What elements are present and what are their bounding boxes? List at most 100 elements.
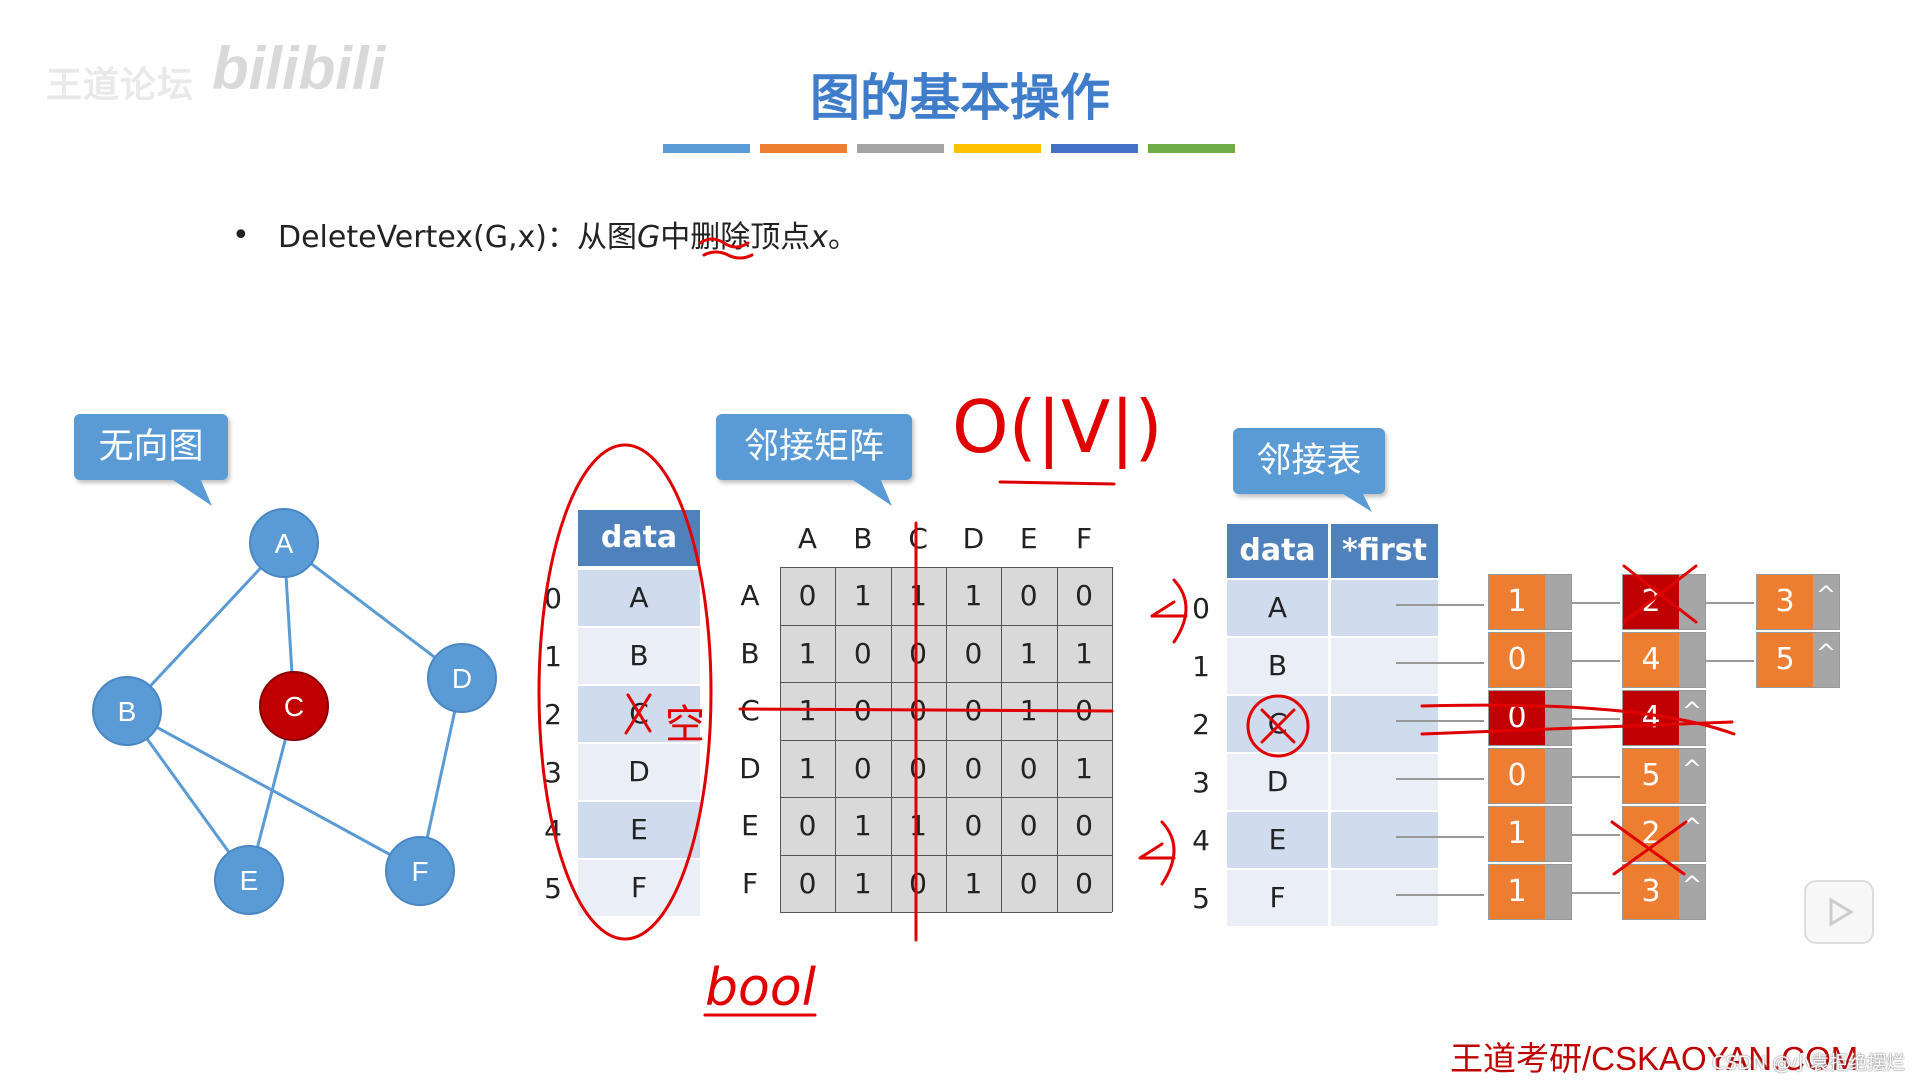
edge-node-value: 4	[1623, 633, 1679, 687]
adjlist-index: 4	[1192, 824, 1210, 857]
edge-node: 1	[1488, 864, 1572, 920]
matrix-row-label: A	[740, 579, 760, 612]
edge-b-e	[125, 710, 251, 881]
callout-tail-matrix	[850, 478, 892, 506]
adjlist-vertex-cell: E	[1227, 812, 1328, 868]
pointer-arrow	[1396, 836, 1484, 838]
edge-node: 4^	[1622, 690, 1706, 746]
underline-complexity	[998, 480, 1116, 486]
matrix-cell: 0	[909, 694, 927, 727]
pointer-arrow	[1396, 604, 1484, 606]
callout-adjacency-list: 邻接表	[1233, 428, 1385, 494]
matrix-col-label: F	[1075, 522, 1093, 555]
title-bar-segment	[663, 144, 750, 153]
pointer-arrow	[1706, 602, 1754, 604]
edge-node-value: 3	[1757, 575, 1813, 629]
bullet-vertex-var: x	[810, 220, 828, 255]
matrix-cell: 0	[853, 694, 872, 727]
edge-node-next: ^	[1813, 633, 1839, 687]
play-icon	[1829, 897, 1854, 927]
edge-node: 4	[1622, 632, 1706, 688]
edge-node: 1	[1488, 806, 1572, 862]
pointer-arrow	[1706, 660, 1754, 662]
adjlist-vertex-cell: F	[1227, 870, 1328, 926]
matrix-cell: 0	[964, 809, 983, 842]
title-bar-segment	[857, 144, 944, 153]
edge-d-f	[418, 677, 464, 872]
matrix-hline	[780, 739, 1112, 741]
matrix-cell: 0	[1019, 809, 1038, 842]
vertex-table-header: data	[578, 510, 700, 566]
matrix-cell: 0	[964, 751, 983, 785]
vertex-f	[385, 836, 455, 906]
matrix-cell: 1	[1019, 636, 1038, 670]
adjlist-index: 2	[1192, 708, 1210, 741]
edge-node-value: 1	[1489, 807, 1545, 861]
matrix-hline	[780, 854, 1112, 856]
edge-node-next: ^	[1679, 749, 1705, 803]
video-play-button[interactable]	[1804, 880, 1874, 944]
adjlist-index: 5	[1192, 882, 1210, 915]
edge-node-next	[1545, 691, 1571, 745]
title-bar-segment	[1051, 144, 1138, 153]
watermark-channel: 王道论坛	[46, 65, 195, 106]
bullet-prefix: DeleteVertex(G,x)：从图	[278, 220, 637, 255]
callout-adjacency-matrix: 邻接矩阵	[716, 414, 912, 480]
matrix-cell: 0	[1075, 579, 1093, 612]
matrix-col-label: D	[962, 522, 985, 555]
matrix-cell: 0	[909, 751, 927, 785]
vertex-b	[92, 676, 162, 746]
title-bar-segment	[1148, 144, 1235, 153]
pointer-arrow	[1572, 602, 1620, 604]
vertex-cell: B	[578, 628, 700, 684]
edge-node-value: 0	[1489, 633, 1545, 687]
edge-node-next	[1545, 633, 1571, 687]
vertex-cell: C	[578, 686, 700, 742]
matrix-col-label: E	[1019, 522, 1038, 555]
edge-node: 0	[1488, 632, 1572, 688]
matrix-cell: 1	[964, 579, 983, 612]
pointer-arrow	[1396, 662, 1484, 664]
matrix-cell: 0	[853, 636, 872, 670]
edge-node-value: 1	[1489, 575, 1545, 629]
edge-node-value: 3	[1623, 865, 1679, 919]
vertex-index: 4	[544, 814, 562, 847]
matrix-cell: 0	[1019, 751, 1038, 785]
edge-node-value: 0	[1489, 691, 1545, 745]
vertex-label-e: E	[240, 865, 259, 896]
matrix-vline	[1056, 567, 1058, 912]
edge-node: 2^	[1622, 806, 1706, 862]
vertex-cell: A	[578, 570, 700, 626]
vertex-label-b: B	[118, 696, 137, 727]
adjlist-index: 1	[1192, 650, 1210, 683]
note-complexity: O(|V|)	[952, 385, 1163, 470]
edge-node-next: ^	[1813, 575, 1839, 629]
watermark-site: bilibili	[212, 35, 386, 102]
edge-node-next	[1679, 633, 1705, 687]
matrix-cell: 0	[964, 636, 983, 670]
vertex-index: 3	[544, 756, 562, 789]
matrix-cell: 1	[964, 866, 983, 900]
pointer-arrow	[1396, 778, 1484, 780]
matrix-cell: 1	[798, 636, 817, 670]
edge-a-b	[125, 541, 286, 713]
vertex-label-f: F	[411, 856, 428, 887]
edge-a-d	[283, 541, 463, 680]
matrix-cell: 0	[1075, 866, 1093, 900]
edge-b-f	[126, 709, 421, 873]
edge-node: 5^	[1622, 748, 1706, 804]
edge-node: 0	[1488, 748, 1572, 804]
edge-node: 5^	[1756, 632, 1840, 688]
adjlist-vertex-cell: C	[1227, 696, 1328, 752]
pointer-arrow	[1572, 892, 1620, 894]
edge-node-next: ^	[1679, 865, 1705, 919]
adjlist-header-data: data	[1227, 524, 1328, 578]
edge-node-next	[1545, 807, 1571, 861]
matrix-cell: 0	[1019, 579, 1038, 612]
callout-tail-list	[1340, 492, 1372, 512]
vertex-a	[249, 508, 319, 578]
bullet-text: DeleteVertex(G,x)：从图G中删除顶点x。	[278, 212, 858, 256]
matrix-cell: 1	[853, 866, 872, 900]
matrix-col-label: B	[853, 522, 873, 555]
note-bool: bool	[705, 958, 817, 1018]
